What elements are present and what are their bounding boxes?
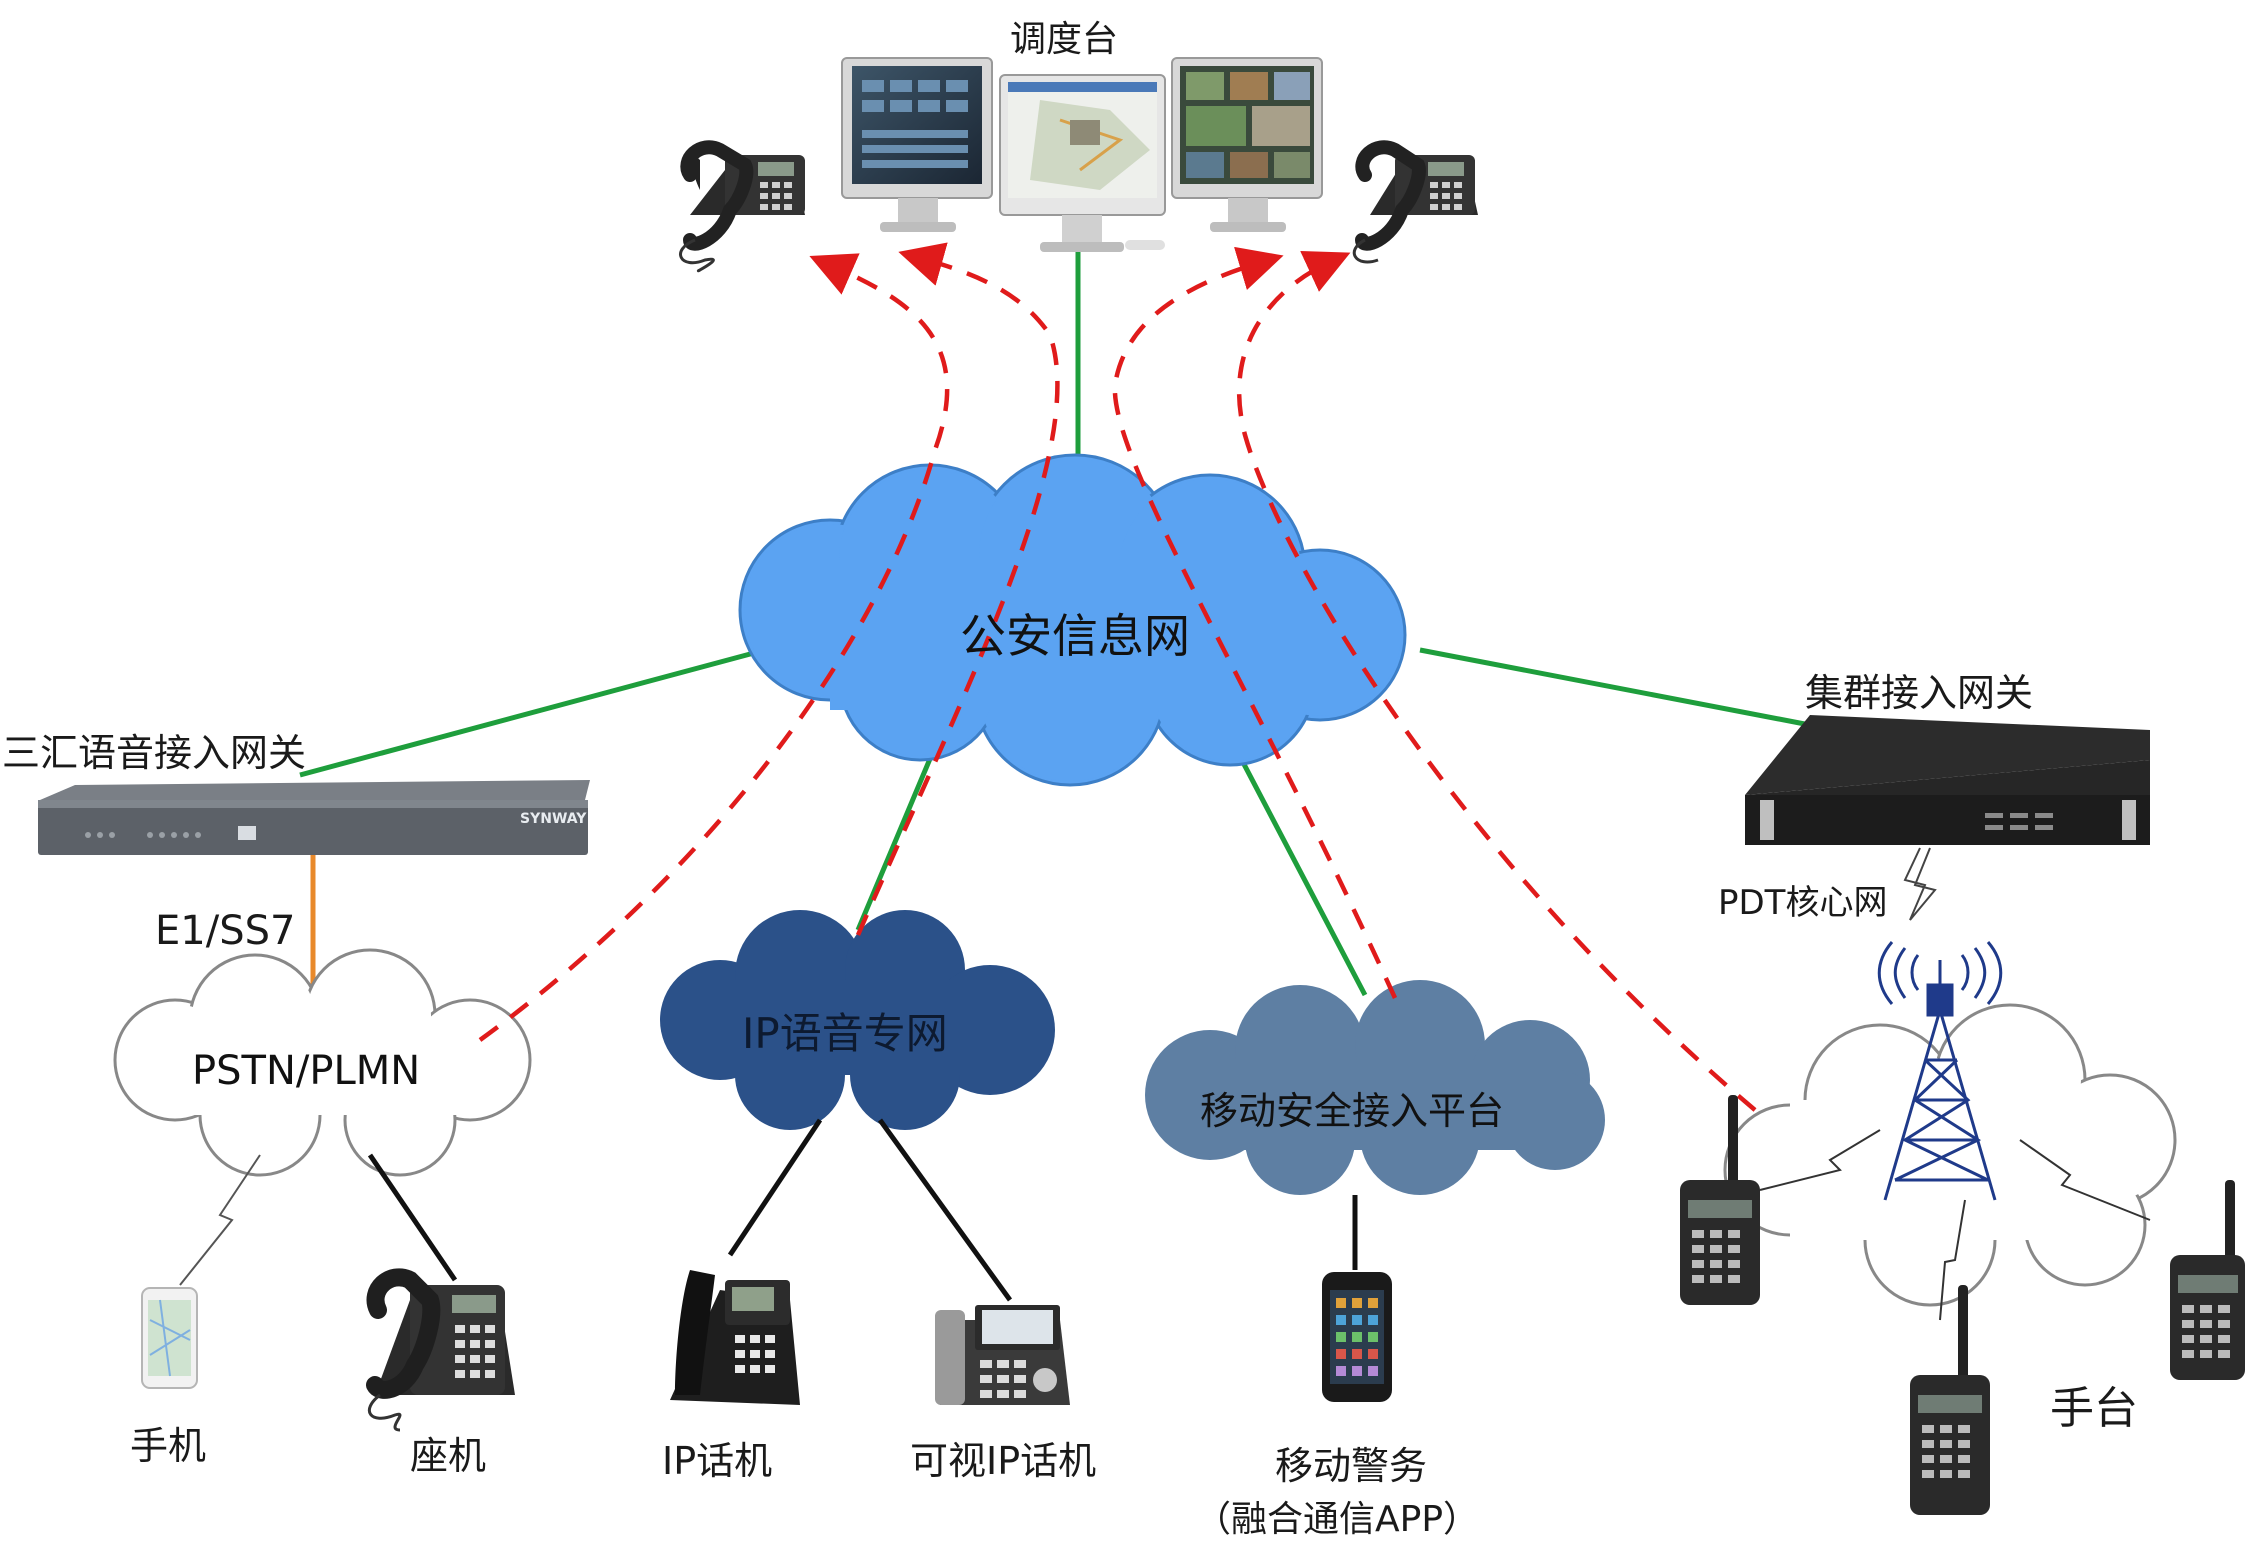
label-cluster-gateway: 集群接入网关 xyxy=(1805,671,2034,715)
label-sanhui-gateway: 三汇语音接入网关 xyxy=(2,731,307,775)
label-mobile-phone: 手机 xyxy=(130,1424,207,1468)
radio-tower-icon xyxy=(1877,941,2003,1201)
ip-phone-icon xyxy=(670,1270,800,1405)
label-video-ip-phone: 可视IP话机 xyxy=(910,1439,1097,1483)
arrow-mobile-dispatch xyxy=(1112,246,1398,999)
arrow-radio-dispatch xyxy=(1237,250,1757,1112)
label-ip-phone: IP话机 xyxy=(662,1439,773,1483)
cloud-label-pstn: PSTN/PLMN xyxy=(192,1048,421,1094)
cloud-label-ip-voice: IP语音专网 xyxy=(742,1009,948,1058)
walkie-talkie-right xyxy=(2170,1180,2245,1380)
cluster-gateway-device xyxy=(1745,715,2150,845)
signal-arrows xyxy=(478,242,1757,1112)
label-desk-phone: 座机 xyxy=(410,1434,487,1478)
cloud-ip-voice xyxy=(660,910,1055,1130)
label-e1-ss7: E1/SS7 xyxy=(155,908,296,954)
black-links xyxy=(367,1118,1358,1302)
label-app: （融合通信APP） xyxy=(1195,1499,1480,1540)
mobile-police-phone-icon xyxy=(1322,1272,1392,1402)
cloud-radio xyxy=(1723,1003,2177,1307)
arrow-ipvoice-dispatch xyxy=(855,242,1060,936)
label-handheld: 手台 xyxy=(2050,1383,2138,1434)
monitor-right xyxy=(1171,57,1323,232)
cloud-label-mobile-platform: 移动安全接入平台 xyxy=(1200,1089,1505,1133)
lightning-pdt-icon xyxy=(1903,847,1937,921)
label-mobile-police: 移动警务 xyxy=(1275,1444,1428,1488)
monitor-center xyxy=(999,74,1166,252)
cloud-pstn xyxy=(113,948,532,1177)
gateway-brand: SYNWAY xyxy=(520,811,587,827)
monitor-left xyxy=(841,57,993,232)
video-ip-phone-icon xyxy=(935,1305,1070,1405)
smartphone-icon xyxy=(141,1287,198,1389)
walkie-talkie-center xyxy=(1910,1285,1990,1515)
link-cloud-ipvoice xyxy=(855,734,943,931)
dispatch-phone-left xyxy=(679,140,805,273)
desk-phone-icon xyxy=(366,1268,515,1432)
arrow-pstn-dispatch xyxy=(478,253,950,1042)
dispatch-title: 调度台 xyxy=(1010,19,1119,60)
walkie-talkie-left xyxy=(1680,1095,1760,1305)
cloud-mobile-platform xyxy=(1145,980,1605,1195)
label-pdt-core: PDT核心网 xyxy=(1718,883,1888,923)
link-sanhui-cloud xyxy=(299,647,766,778)
radio-signals xyxy=(1759,1129,2151,1321)
cloud-public-security xyxy=(738,453,1407,787)
dispatch-console xyxy=(841,57,1323,252)
lightning-mobile-icon xyxy=(179,1154,261,1286)
dispatch-phone-right xyxy=(1352,140,1478,264)
sanhui-gateway-device xyxy=(38,780,590,855)
link-cluster-cloud xyxy=(1419,647,1811,728)
link-cloud-mobile xyxy=(1222,726,1368,997)
cloud-label-public-security: 公安信息网 xyxy=(960,609,1190,663)
